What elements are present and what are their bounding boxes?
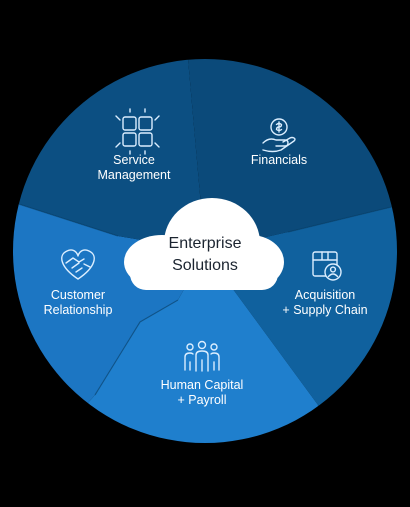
center-title-line2: Solutions — [172, 257, 238, 274]
label-financials: Financials — [250, 153, 308, 167]
puzzle-hands-icon — [115, 108, 160, 155]
label-service-management: Service Management — [97, 153, 171, 182]
people-group-icon — [184, 340, 220, 372]
label-customer-relationship: Customer Relationship — [43, 288, 113, 317]
center-title: Enterprise Solutions — [169, 233, 242, 277]
cloud-shape — [124, 198, 284, 290]
label-human-capital-payroll: Human Capital + Payroll — [160, 378, 244, 407]
label-acquisition-supply-chain: Acquisition + Supply Chain — [282, 288, 368, 317]
hand-coin-icon — [262, 118, 296, 153]
heart-handshake-icon — [61, 249, 95, 280]
center-title-line1: Enterprise — [168, 235, 242, 252]
package-user-icon — [312, 251, 342, 281]
